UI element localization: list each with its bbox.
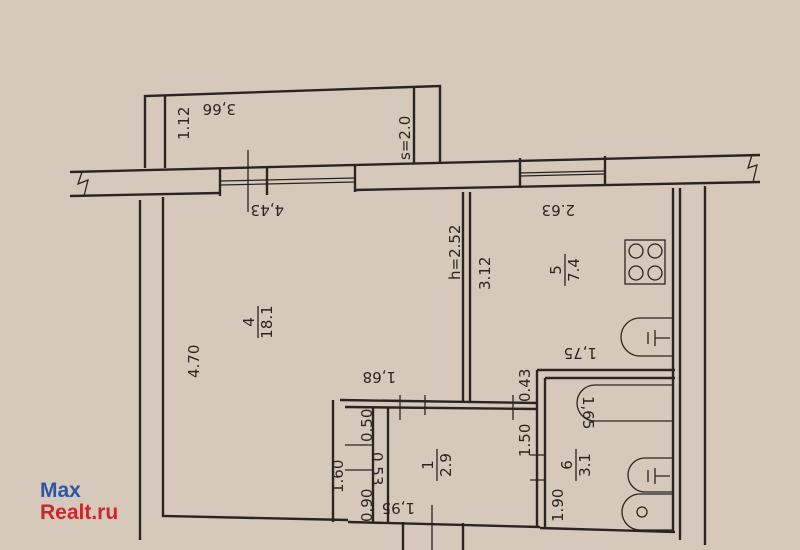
kitchen-walls: [671, 186, 707, 545]
balcony-depth-label: 1.12: [175, 107, 193, 140]
svg-text:6: 6: [558, 460, 576, 470]
dim-0-43: 0.43: [516, 369, 534, 402]
room4-length-label: 4.70: [185, 345, 203, 378]
room4-width-label: 4,43: [251, 201, 284, 219]
ceiling-height-label: h=2.52: [446, 225, 464, 280]
dim-1-65: 1,65: [579, 396, 597, 429]
balcony-width-label: 3,66: [203, 100, 236, 118]
dim-0-90: 0.90: [358, 489, 376, 522]
dim-1-68: 1,68: [363, 368, 396, 386]
svg-text:5: 5: [547, 265, 565, 275]
kitchen-width-label: 2.63: [542, 201, 575, 219]
dim-1-60: 1.60: [329, 460, 347, 493]
svg-text:3.1: 3.1: [576, 453, 594, 477]
watermark-line1: Max: [40, 479, 81, 502]
watermark-logo: Max Realt.ru: [40, 480, 118, 524]
dim-0-50: 0.50: [358, 409, 376, 442]
balcony: [143, 84, 442, 168]
balcony-area-label: s=2.0: [396, 116, 414, 160]
svg-text:1: 1: [419, 460, 437, 470]
dim-1-95: 1,95: [382, 499, 415, 517]
stove-icon: [624, 239, 666, 285]
svg-text:18.1: 18.1: [258, 305, 276, 338]
toilet-icon: [621, 493, 672, 531]
dim-1-75: 1,75: [564, 344, 597, 362]
room-6-walls: [530, 368, 676, 534]
outer-wall-top: [69, 150, 761, 212]
bathtub-icon: [576, 384, 672, 422]
svg-text:7.4: 7.4: [565, 258, 583, 282]
room-5-label: 5 7.4: [547, 254, 583, 286]
sink-icon: [620, 317, 672, 357]
room-4-walls: [138, 192, 472, 540]
dim-1-50: 1.50: [516, 424, 534, 457]
svg-text:2.9: 2.9: [437, 453, 455, 477]
room-4-label: 4 18.1: [240, 305, 276, 338]
dim-1-90: 1.90: [549, 489, 567, 522]
room-1-label: 1 2.9: [419, 449, 455, 481]
svg-text:4: 4: [240, 317, 258, 327]
washbasin-icon: [627, 457, 672, 493]
dim-0-53: 0.53: [368, 452, 386, 485]
watermark-line2: Realt.ru: [40, 501, 119, 524]
kitchen-length-label: 3.12: [476, 257, 494, 290]
room-6-label: 6 3.1: [558, 449, 594, 481]
room-1-walls: [331, 395, 541, 550]
